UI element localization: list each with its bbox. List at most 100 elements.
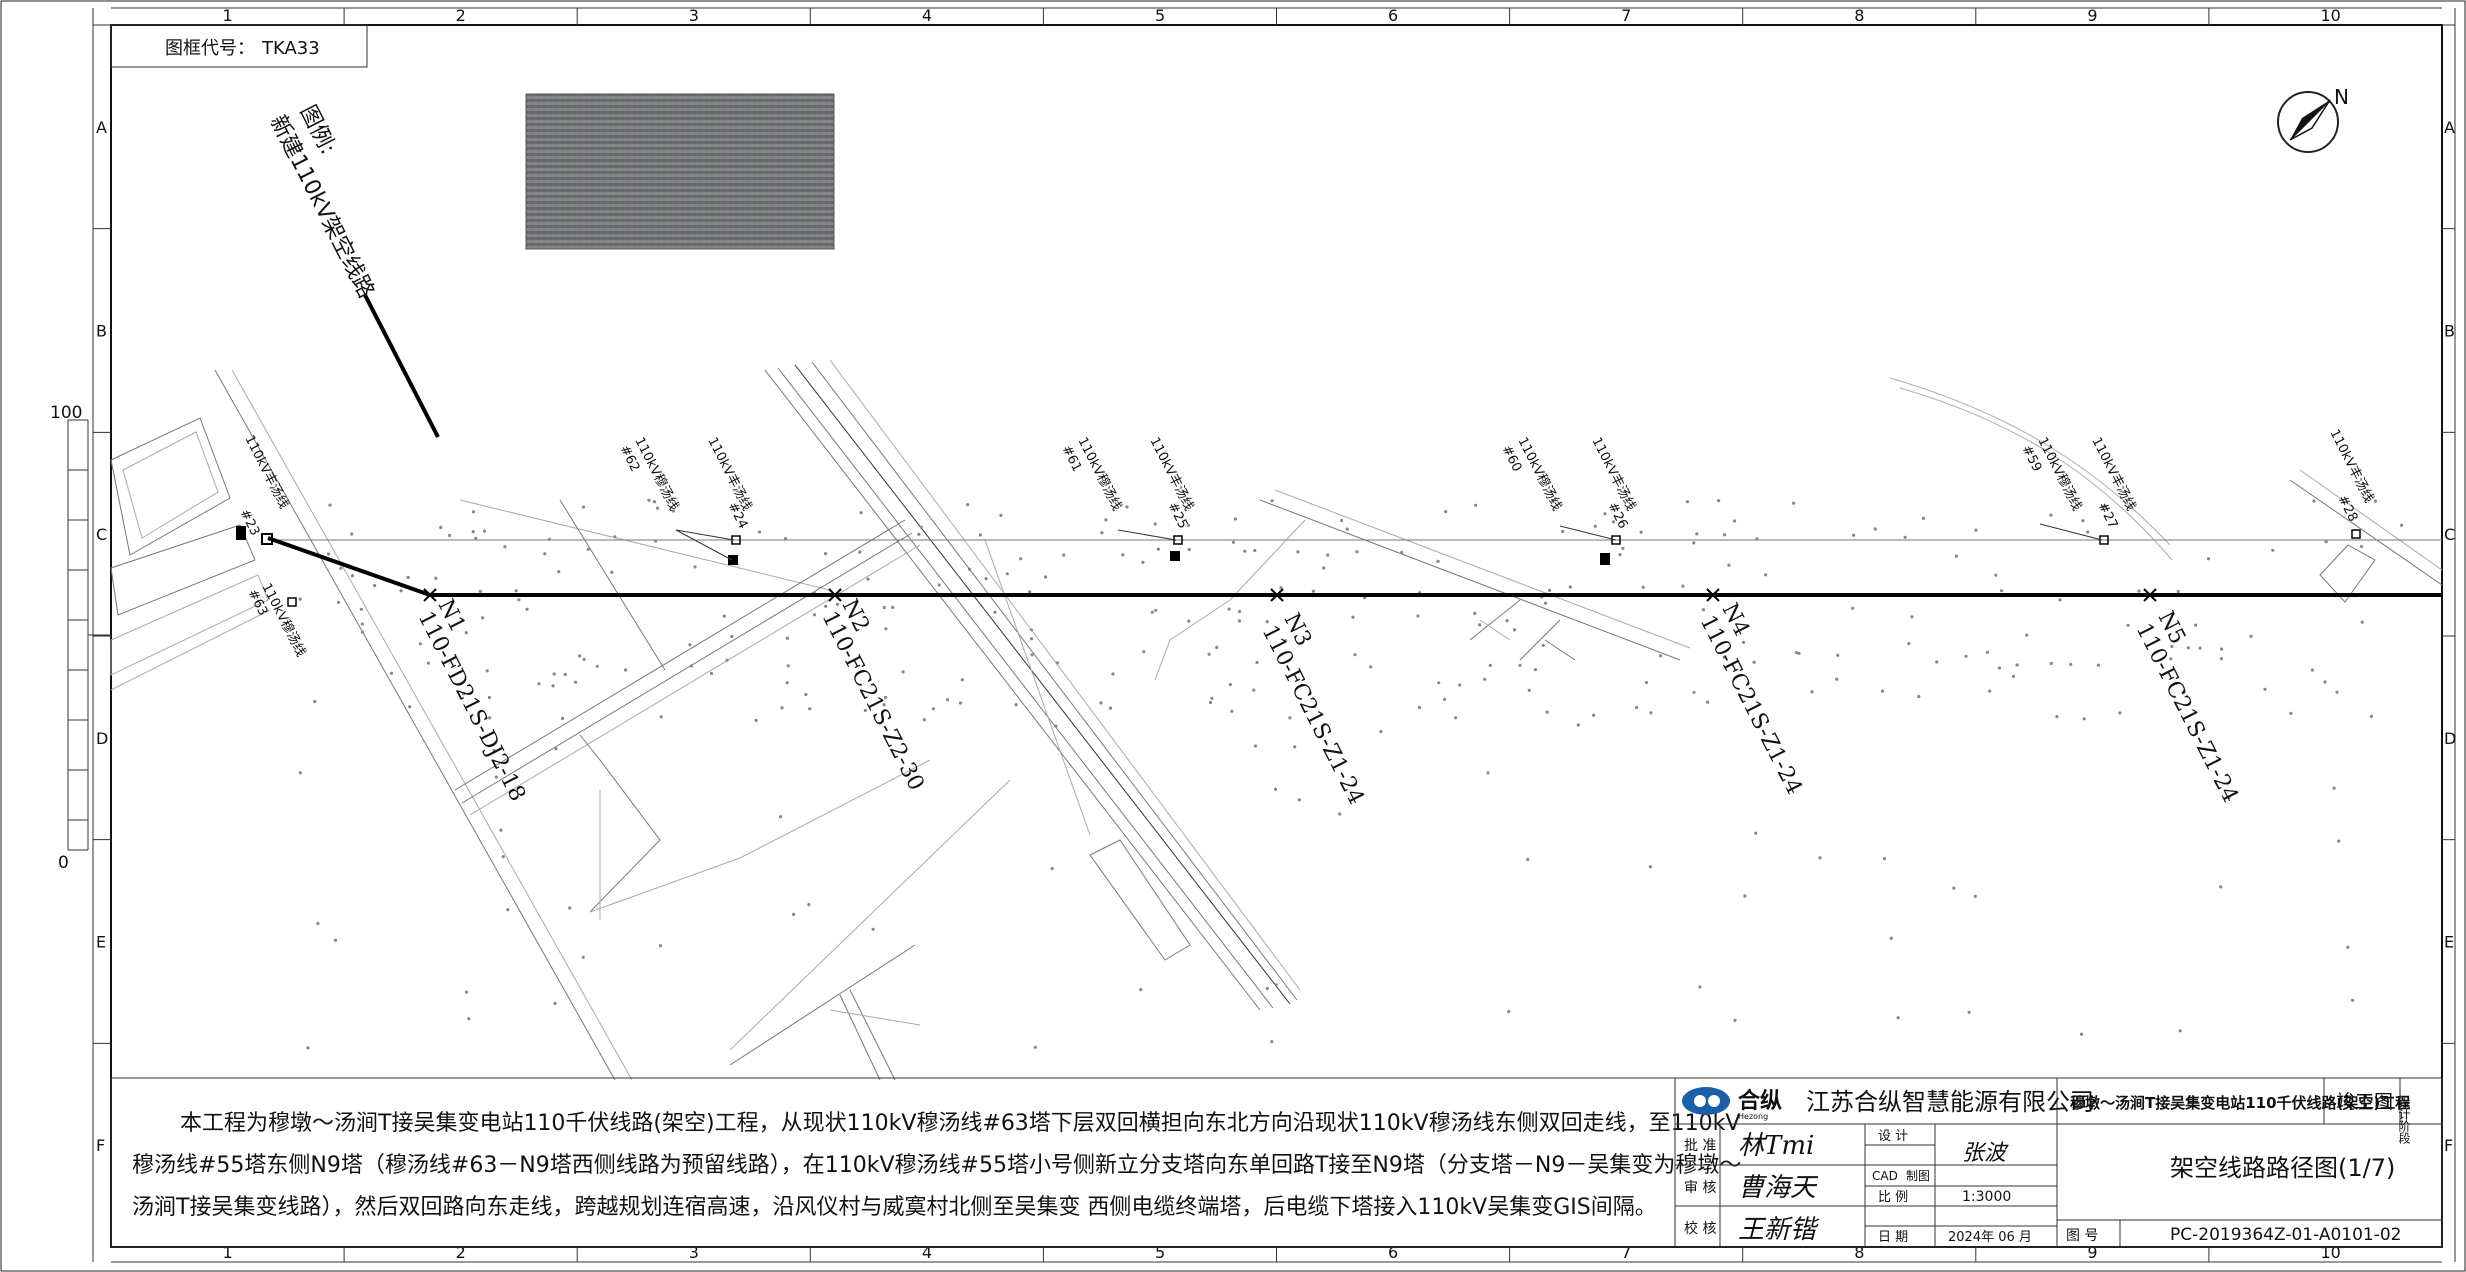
survey-dot: [1910, 615, 1914, 619]
survey-dot: [1111, 672, 1115, 676]
survey-dot: [2249, 634, 2253, 638]
survey-dot: [1243, 549, 1247, 553]
column-label-bottom-6: 6: [1388, 1243, 1398, 1262]
survey-dot: [2373, 499, 2378, 503]
survey-dot: [1255, 660, 1259, 665]
survey-dot: [487, 695, 491, 700]
survey-dot: [2312, 499, 2316, 503]
survey-dot: [1621, 546, 1625, 551]
survey-dot: [1054, 724, 1058, 728]
survey-dot: [1603, 512, 1607, 516]
survey-dot: [1208, 700, 1213, 705]
survey-dot: [1231, 540, 1235, 544]
survey-dot: [656, 506, 660, 510]
survey-dot: [1810, 690, 1814, 694]
column-label-top-4: 4: [922, 6, 932, 25]
column-label-top-1: 1: [223, 6, 233, 25]
survey-dot: [582, 657, 586, 661]
survey-dot: [1030, 653, 1034, 657]
survey-dot: [1635, 705, 1639, 710]
survey-dot: [792, 912, 796, 917]
note-block: 本工程为穆墩～汤涧T接吴集变电站110千伏线路(架空)工程，从现状110kV穆汤…: [110, 1077, 1741, 1248]
survey-dot: [418, 642, 422, 646]
survey-dot: [478, 589, 482, 594]
survey-dot: [306, 1046, 310, 1050]
column-label-top-10: 10: [2320, 6, 2340, 25]
survey-dot: [1033, 1045, 1037, 1049]
row-label-right-E: E: [2444, 933, 2454, 952]
survey-dot: [488, 716, 492, 720]
survey-dot: [1154, 608, 1158, 612]
survey-dot: [467, 1017, 471, 1021]
survey-dot: [1156, 547, 1160, 551]
survey-dot: [1436, 559, 1440, 564]
survey-dot: [967, 567, 972, 571]
survey-dot: [2079, 1032, 2084, 1036]
survey-dot: [1473, 611, 1477, 616]
survey-dot: [1288, 716, 1292, 720]
survey-dot: [1533, 668, 1538, 672]
survey-dot: [807, 903, 811, 907]
column-label-top-2: 2: [456, 6, 466, 25]
sign-review: 曹海天: [1738, 1173, 1819, 1203]
row-label-right-F: F: [2444, 1136, 2453, 1155]
survey-dot: [1100, 531, 1104, 535]
title-block: 合纵 Hezong 江苏合纵智慧能源有限公司 穆墩～汤涧T接吴集变电站110千伏…: [1674, 1077, 2443, 1248]
survey-dot: [1551, 499, 1555, 503]
survey-dot: [1692, 690, 1696, 694]
survey-dot: [2169, 657, 2173, 661]
cad-label: CAD: [1872, 1169, 1898, 1183]
survey-dot: [2219, 885, 2223, 889]
survey-dot: [1142, 650, 1146, 654]
survey-dot: [464, 631, 468, 635]
survey-dot: [1794, 651, 1799, 655]
survey-dot: [2360, 620, 2364, 624]
row-label-left-B: B: [96, 322, 107, 341]
survey-dot: [693, 565, 697, 569]
survey-dot: [1028, 590, 1032, 594]
survey-dot: [554, 747, 558, 751]
survey-dot: [2181, 691, 2185, 695]
logo-text: 合纵: [1738, 1088, 1782, 1114]
survey-dot: [2118, 711, 2122, 715]
survey-dot: [1270, 499, 1274, 503]
survey-dot: [1353, 653, 1357, 657]
survey-dot: [1270, 1040, 1274, 1044]
survey-dot: [757, 530, 762, 534]
survey-dot: [882, 703, 886, 707]
scale-mark-100: 100: [50, 403, 82, 423]
stage-label: 设计阶段: [2397, 1096, 2411, 1145]
column-label-bottom-3: 3: [689, 1243, 699, 1262]
column-label-bottom-2: 2: [456, 1243, 466, 1262]
survey-dot: [1701, 608, 1705, 612]
survey-dot: [1237, 619, 1241, 623]
survey-dot: [1505, 619, 1509, 623]
survey-dot: [2058, 598, 2062, 602]
scale-mark-0: 0: [58, 853, 69, 873]
column-label-bottom-10: 10: [2320, 1243, 2340, 1262]
column-label-top-8: 8: [1854, 6, 1864, 25]
survey-dot: [1907, 642, 1911, 646]
survey-dot: [1518, 663, 1522, 668]
survey-dot: [652, 500, 657, 504]
row-label-right-D: D: [2444, 729, 2456, 748]
survey-dot: [1852, 533, 1856, 537]
column-label-top-7: 7: [1621, 6, 1631, 25]
survey-dot: [891, 605, 895, 610]
survey-dot: [1648, 865, 1652, 869]
frame-code-label: 图框代号：: [165, 38, 255, 59]
note-line-3: 汤涧T接吴集变线路），然后双回路向东走线，跨越规划连宿高速，沿风仪村与威寞村北侧…: [132, 1195, 1657, 1220]
survey-dot: [754, 718, 758, 723]
survey-dot: [2049, 661, 2053, 666]
survey-dot: [326, 552, 331, 556]
survey-dot: [1062, 553, 1066, 557]
survey-dot: [610, 570, 614, 575]
survey-dot: [471, 510, 475, 514]
stage-value: 竣工图: [2336, 1091, 2393, 1113]
survey-dot: [1727, 563, 1731, 567]
survey-dot: [1507, 1010, 1511, 1014]
survey-dot: [1952, 886, 1956, 890]
survey-dot: [1593, 524, 1597, 528]
survey-dot: [1818, 856, 1822, 860]
survey-dot: [499, 828, 503, 832]
